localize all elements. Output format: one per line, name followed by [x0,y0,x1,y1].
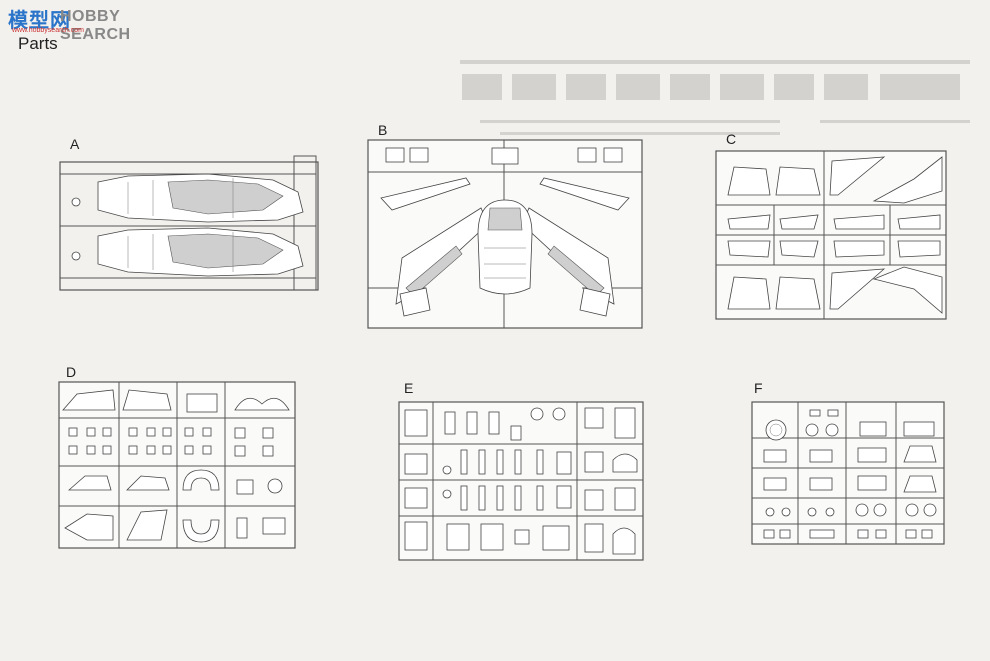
watermark-logo: 模型网 HOBBY SEARCH www.hobbysearch.com [8,4,158,43]
sprue-a [59,155,319,291]
sprue-label-c: C [726,131,737,147]
sprue-c [715,150,947,320]
sprue-e [398,401,644,561]
sprue-d [58,381,296,549]
sprue-label-d: D [66,364,77,380]
bleed-through-text [460,60,970,135]
page-title: Parts [18,34,58,53]
sprue-label-f: F [754,380,763,396]
watermark-url: www.hobbysearch.com [12,27,84,34]
watermark-en: HOBBY SEARCH [60,8,131,43]
sprue-b [367,139,643,329]
sprue-label-a: A [70,136,80,152]
sprue-f [751,401,945,545]
watermark-cn: 模型网 [8,8,71,32]
sprue-label-b: B [378,122,388,138]
sprue-label-e: E [404,380,414,396]
